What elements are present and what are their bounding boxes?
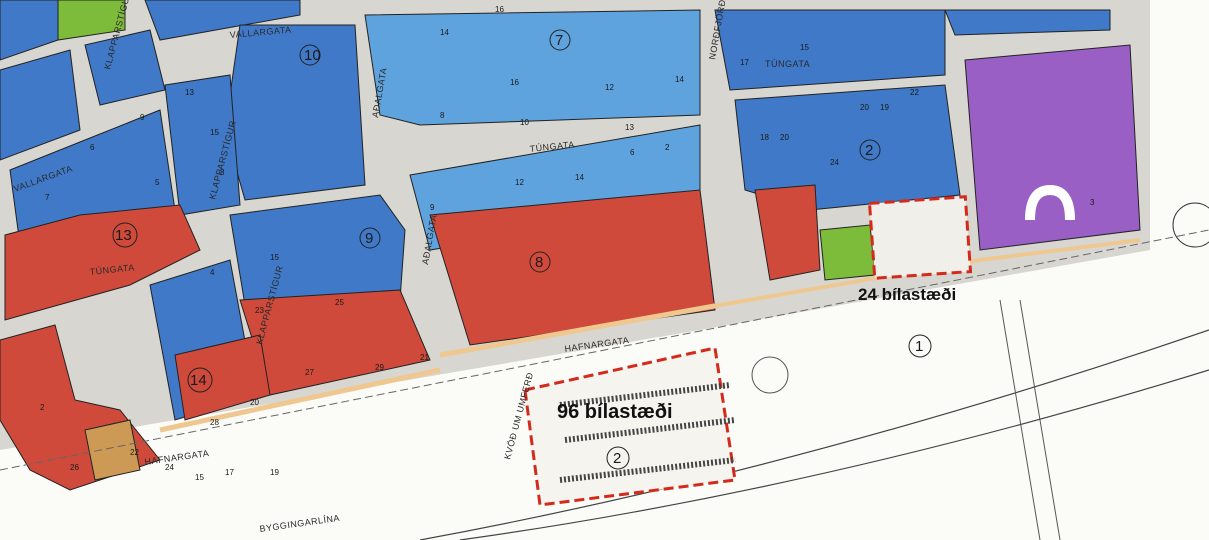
lot-number: 16 xyxy=(495,5,504,14)
lot-number: 17 xyxy=(225,468,234,477)
lot-number: 3 xyxy=(1090,198,1095,207)
parking-zone-lower xyxy=(523,346,737,507)
block-number-2: 2 xyxy=(865,142,873,159)
block-number-2b: 2 xyxy=(613,450,621,467)
lot-number: 22 xyxy=(910,88,919,97)
boundary-line xyxy=(0,229,1209,471)
lot-number: 15 xyxy=(210,128,219,137)
green-lot-top xyxy=(57,0,126,41)
block-13 xyxy=(4,204,201,321)
pier-line-1 xyxy=(999,299,1041,540)
block-upper-left xyxy=(0,49,81,161)
lot-number: 19 xyxy=(880,103,889,112)
lot-number: 23 xyxy=(255,306,264,315)
street-tungata-2: TÚNGATA xyxy=(529,139,575,154)
lot-number: 20 xyxy=(860,103,869,112)
lot-number: 12 xyxy=(515,178,524,187)
road-curve-2 xyxy=(459,369,1209,540)
block-number-14: 14 xyxy=(190,372,207,389)
green-lot xyxy=(819,224,876,281)
lot-number: 24 xyxy=(830,158,839,167)
block-8 xyxy=(429,189,716,346)
block-purple xyxy=(964,44,1141,251)
pier-line-2 xyxy=(1019,299,1061,540)
block-9 xyxy=(229,194,406,306)
purple-driveway xyxy=(1025,184,1075,221)
parking-stalls xyxy=(559,382,736,483)
block-number-7: 7 xyxy=(555,32,563,49)
block-number-13: 13 xyxy=(115,227,132,244)
sidewalk-hafnargata xyxy=(439,302,721,358)
lot-number: 28 xyxy=(210,418,219,427)
lot-number: 13 xyxy=(185,88,194,97)
parking-label-upper: 24 bílastæði xyxy=(858,285,957,304)
roundabout xyxy=(751,356,789,394)
lot-number: 27 xyxy=(305,368,314,377)
block-11 xyxy=(84,29,166,106)
lot-6-red xyxy=(754,184,821,281)
lot-number: 6 xyxy=(90,143,95,152)
lot-number: 5 xyxy=(155,178,160,187)
lot-number: 15 xyxy=(195,473,204,482)
parking-label-lower: 96 bílastæði xyxy=(557,401,673,423)
lot-number: 16 xyxy=(510,78,519,87)
lot-number: 18 xyxy=(760,133,769,142)
block-number-1: 1 xyxy=(915,338,923,355)
block-upper-right xyxy=(714,9,946,91)
parking-zone-upper xyxy=(867,195,973,280)
block-7 xyxy=(364,9,701,126)
lot-number: 8 xyxy=(220,168,225,177)
lot-number: 13 xyxy=(625,123,634,132)
block-klapparstigur-top xyxy=(164,74,241,216)
lot-number: 7 xyxy=(45,193,50,202)
block-number-8: 8 xyxy=(535,254,543,271)
lot-number: 20 xyxy=(250,398,259,407)
lot-number: 24 xyxy=(165,463,174,472)
lot-number: 8 xyxy=(440,111,445,120)
lot-number: 20 xyxy=(780,133,789,142)
lot-number: 12 xyxy=(605,83,614,92)
lot-hatched xyxy=(84,419,141,481)
lot-number: 10 xyxy=(520,118,529,127)
lot-number: 14 xyxy=(440,28,449,37)
road-curve-1 xyxy=(419,329,1209,540)
lot-number: 22 xyxy=(130,448,139,457)
block-labels: 10 7 2 9 13 8 14 1 2 xyxy=(112,29,932,470)
lot-number: 15 xyxy=(800,43,809,52)
block-top-right xyxy=(944,9,1111,36)
block-number-10: 10 xyxy=(304,47,321,64)
lot-number: 25 xyxy=(335,298,344,307)
lot-number: 15 xyxy=(270,253,279,262)
lot-number: 6 xyxy=(630,148,635,157)
block-number-9: 9 xyxy=(365,230,373,247)
lot-number: 17 xyxy=(740,58,749,67)
lot-number: 19 xyxy=(270,468,279,477)
sidewalk-lower xyxy=(159,367,441,433)
lot-number: 9 xyxy=(430,203,435,212)
lot-number: 29 xyxy=(375,363,384,372)
block-14 xyxy=(174,334,271,421)
block-top-strip xyxy=(144,0,301,41)
lot-number: 2 xyxy=(40,403,45,412)
lot-number: 14 xyxy=(675,75,684,84)
block-10 xyxy=(224,24,366,201)
lot-number: 9 xyxy=(140,113,145,122)
street-tungata-1: TÚNGATA xyxy=(765,59,810,69)
sidewalk-east xyxy=(719,238,1141,307)
lot-number: 2 xyxy=(665,143,670,152)
lot-number: 26 xyxy=(70,463,79,472)
compass xyxy=(1172,202,1209,248)
lot-number: 21 xyxy=(420,353,429,362)
lot-number: 4 xyxy=(210,268,215,277)
lot-number: 14 xyxy=(575,173,584,182)
street-tungata-3: TÚNGATA xyxy=(89,262,135,277)
